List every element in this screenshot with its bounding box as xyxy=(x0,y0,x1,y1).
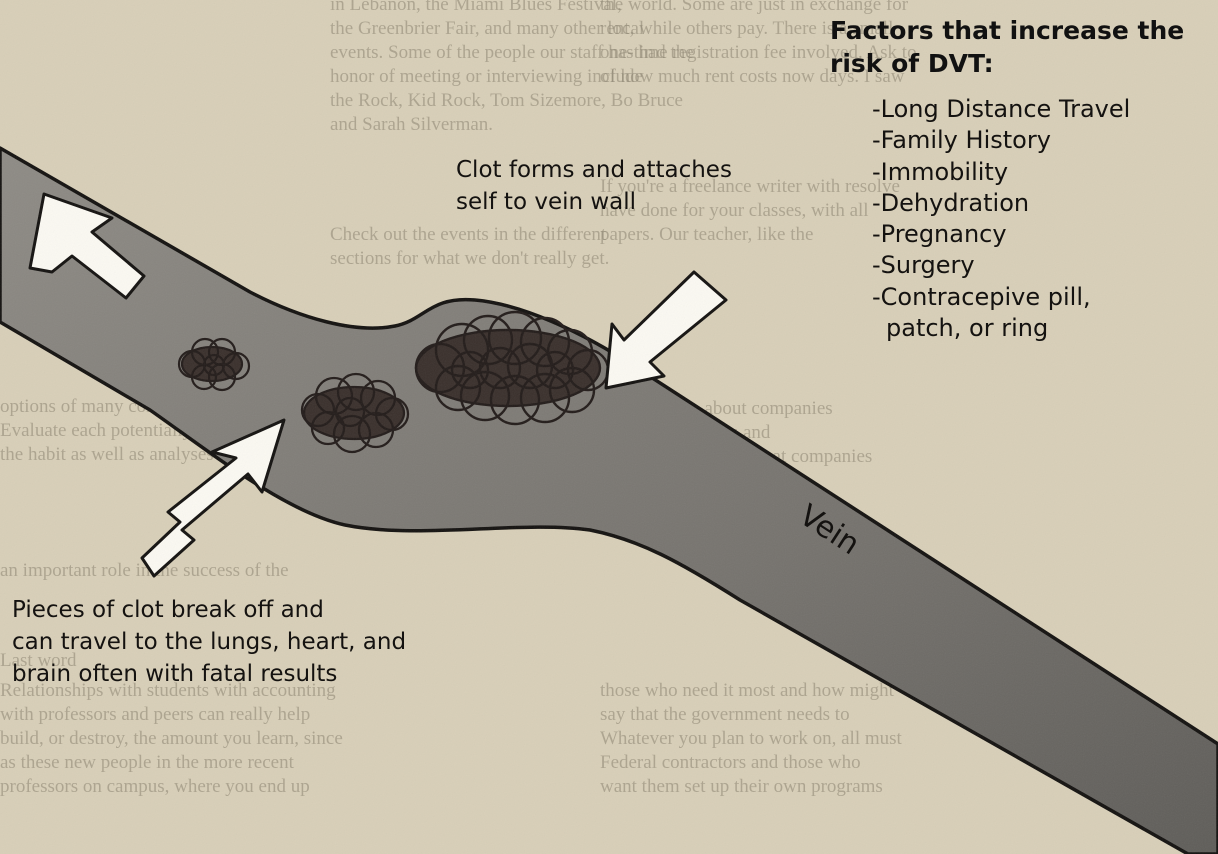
risk-factor-item: -Pregnancy xyxy=(872,219,1130,250)
risk-factor-item: -Contracepive pill, xyxy=(872,282,1130,313)
risk-heading-line-1: Factors that increase the xyxy=(830,14,1210,47)
clot-label-line-2: self to vein wall xyxy=(456,186,732,218)
clot-label-line-1: Clot forms and attaches xyxy=(456,154,732,186)
risk-factor-item: -Dehydration xyxy=(872,188,1130,219)
risk-heading: Factors that increase the risk of DVT: xyxy=(830,14,1210,80)
break-off-label-line-1: Pieces of clot break off and xyxy=(12,594,406,626)
break-off-label-line-3: brain often with fatal results xyxy=(12,658,406,690)
risk-factor-item: patch, or ring xyxy=(872,313,1130,344)
break-off-label: Pieces of clot break off and can travel … xyxy=(12,594,406,690)
risk-heading-line-2: risk of DVT: xyxy=(830,47,1210,80)
risk-factor-item: -Family History xyxy=(872,125,1130,156)
break-off-label-line-2: can travel to the lungs, heart, and xyxy=(12,626,406,658)
clot-label: Clot forms and attaches self to vein wal… xyxy=(456,154,732,218)
risk-factor-item: -Immobility xyxy=(872,157,1130,188)
risk-factor-item: -Long Distance Travel xyxy=(872,94,1130,125)
risk-factor-item: -Surgery xyxy=(872,250,1130,281)
risk-factor-list: -Long Distance Travel -Family History -I… xyxy=(872,94,1130,344)
